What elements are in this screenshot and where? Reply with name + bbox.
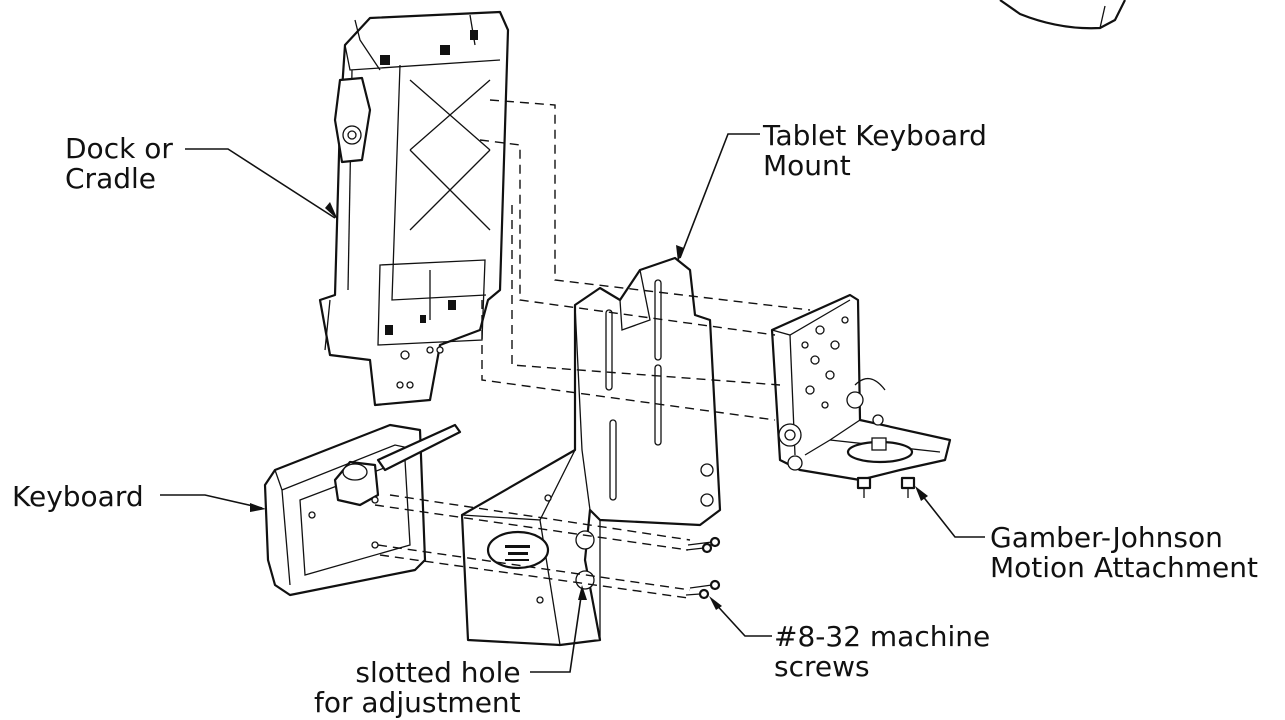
label-tablet-mount-line-1: Tablet Keyboard [763,119,987,152]
label-motion-line-2: Motion Attachment [990,551,1258,584]
label-motion-attachment: Gamber-Johnson Motion Attachment [990,523,1258,583]
motion-attachment-part [770,293,952,498]
label-dock-or-cradle: Dock or Cradle [65,134,173,194]
keyboard-part [263,423,462,597]
label-slotted-line-2: for adjustment [314,686,521,719]
partial-part-top-right [999,0,1126,30]
label-screws-line-1: #8-32 machine [774,620,991,653]
label-slotted-line-1: slotted hole [355,656,521,689]
tablet-keyboard-mount-part [460,256,722,647]
label-machine-screws: #8-32 machine screws [774,622,990,682]
machine-screws [685,536,721,600]
label-dock-line-1: Dock or [65,132,173,165]
dock-cradle-part [318,10,510,407]
label-dock-line-2: Cradle [65,162,156,195]
label-tablet-keyboard-mount: Tablet Keyboard Mount [763,121,987,181]
label-screws-line-2: screws [774,650,870,683]
label-keyboard: Keyboard [12,482,144,512]
label-keyboard-line-1: Keyboard [12,480,144,513]
leader-lines [160,133,985,673]
label-tablet-mount-line-2: Mount [763,149,851,182]
label-motion-line-1: Gamber-Johnson [990,521,1223,554]
assembly-dashed-lines [374,99,811,599]
label-slotted-hole: slotted hole for adjustment [314,658,521,718]
